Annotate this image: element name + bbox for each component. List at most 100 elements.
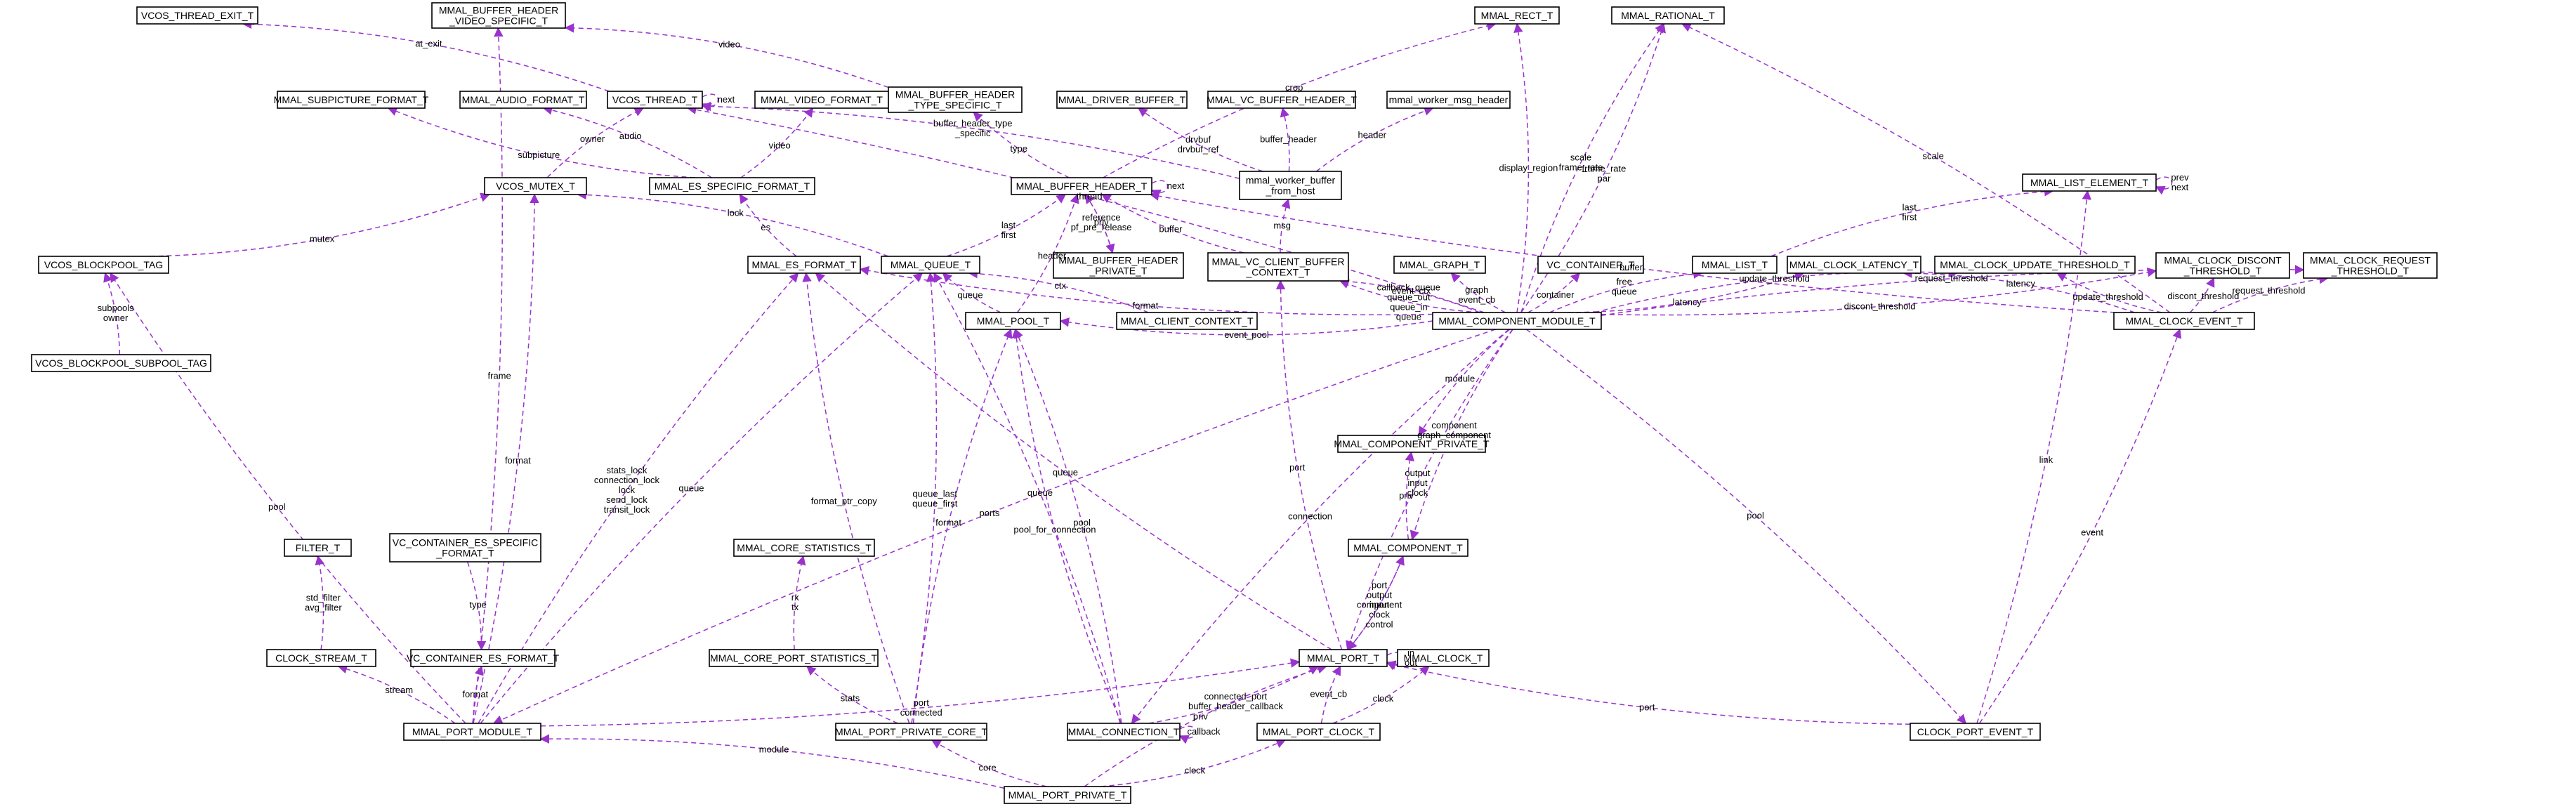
edge-label-line: latency (1673, 296, 1702, 307)
edge-core-port-statistics-to-core-statistics (793, 555, 806, 650)
node-worker-msg-header[interactable]: mmal_worker_msg_header (1386, 91, 1511, 109)
node-driver-buffer[interactable]: MMAL_DRIVER_BUFFER_T (1056, 91, 1188, 109)
node-buffer-header[interactable]: MMAL_BUFFER_HEADER_T (1011, 177, 1152, 195)
node-hdr-private[interactable]: MMAL_BUFFER_HEADER_PRIVATE_T (1053, 252, 1184, 279)
node-label: MMAL_BUFFER_HEADER (439, 5, 558, 16)
node-clock-latency[interactable]: MMAL_CLOCK_LATENCY_T (1787, 256, 1921, 274)
node-clock-discont-threshold[interactable]: MMAL_CLOCK_DISCONT_THRESHOLD_T (2155, 252, 2290, 279)
node-component-module[interactable]: MMAL_COMPONENT_MODULE_T (1432, 312, 1602, 330)
node-video-format[interactable]: MMAL_VIDEO_FORMAT_T (754, 91, 889, 109)
edge-label-line: queue (1396, 311, 1421, 322)
node-mmal-port[interactable]: MMAL_PORT_T (1299, 649, 1388, 667)
node-audio-format[interactable]: MMAL_AUDIO_FORMAT_T (459, 91, 587, 109)
node-clock-request-threshold[interactable]: MMAL_CLOCK_REQUEST_THRESHOLD_T (2303, 252, 2438, 279)
node-core-statistics[interactable]: MMAL_CORE_STATISTICS_T (733, 539, 875, 557)
node-vcos-mutex[interactable]: VCOS_MUTEX_T (484, 177, 587, 195)
node-mmal-queue[interactable]: MMAL_QUEUE_T (881, 256, 980, 274)
edge-hdr-type-specific-to-hdr-video-specific (564, 23, 889, 88)
node-es-specific-format[interactable]: MMAL_ES_SPECIFIC_FORMAT_T (649, 177, 815, 195)
node-subpicture-format[interactable]: MMAL_SUBPICTURE_FORMAT_T (274, 91, 429, 109)
node-mmal-rect[interactable]: MMAL_RECT_T (1474, 6, 1560, 25)
node-hdr-video-specific[interactable]: MMAL_BUFFER_HEADER_VIDEO_SPECIFIC_T (431, 2, 566, 29)
node-mmal-clock[interactable]: MMAL_CLOCK_T (1397, 649, 1490, 667)
node-vc-container-es-format[interactable]: VC_CONTAINER_ES_FORMAT_T (407, 649, 560, 667)
edge-mmal-connection-to-mmal-connection (1178, 725, 1197, 744)
node-label: _VIDEO_SPECIFIC_T (449, 15, 548, 27)
node-mmal-connection[interactable]: MMAL_CONNECTION_T (1067, 723, 1181, 741)
node-clock-update-threshold[interactable]: MMAL_CLOCK_UPDATE_THRESHOLD_T (1934, 256, 2136, 274)
node-box (266, 649, 376, 667)
edge-component-module-to-component-private (1418, 329, 1511, 437)
node-box (1337, 435, 1486, 453)
edge-label-line: clock (1407, 487, 1428, 498)
node-client-context[interactable]: MMAL_CLIENT_CONTEXT_T (1116, 312, 1258, 330)
node-label: MMAL_CLOCK_UPDATE_THRESHOLD_T (1940, 259, 2130, 270)
node-core-port-statistics[interactable]: MMAL_CORE_PORT_STATISTICS_T (709, 649, 879, 667)
edge-clock-event-to-clock-latency (1903, 268, 2135, 313)
node-box (1910, 723, 2041, 741)
edge-label: pool (1073, 517, 1091, 527)
node-mmal-pool[interactable]: MMAL_POOL_T (965, 312, 1061, 330)
edge-label-line: queue_in (1390, 301, 1428, 312)
edge-label: format_ptr_copy (811, 496, 877, 506)
node-component-private[interactable]: MMAL_COMPONENT_PRIVATE_T (1334, 435, 1490, 453)
node-filter[interactable]: FILTER_T (284, 539, 352, 557)
node-box (607, 91, 703, 109)
edge-label-line: es (761, 222, 770, 232)
node-vcos-blockpool-tag[interactable]: VCOS_BLOCKPOOL_TAG (38, 256, 169, 274)
node-box (2155, 252, 2290, 279)
edge-label-line: video (718, 39, 740, 50)
edge-label: buffer (1159, 224, 1183, 235)
node-es-format[interactable]: MMAL_ES_FORMAT_T (747, 256, 861, 274)
node-vc-container-es-specific[interactable]: VC_CONTAINER_ES_SPECIFIC_FORMAT_T (389, 533, 541, 563)
node-port-private-core[interactable]: MMAL_PORT_PRIVATE_CORE_T (835, 723, 988, 741)
edge-vcos-blockpool-tag-to-vcos-mutex (150, 192, 490, 257)
edge-label-line: stats_lock (607, 465, 648, 475)
node-blockpool-subpool-tag[interactable]: VCOS_BLOCKPOOL_SUBPOOL_TAG (31, 354, 211, 372)
node-vc-container[interactable]: VC_CONTAINER_T (1537, 256, 1644, 274)
node-label: VC_CONTAINER_ES_FORMAT_T (407, 652, 560, 664)
node-vcos-thread-exit[interactable]: VCOS_THREAD_EXIT_T (136, 6, 258, 25)
edge-label-line: tx (791, 602, 799, 612)
node-mmal-list[interactable]: MMAL_LIST_T (1692, 256, 1777, 274)
node-mmal-graph[interactable]: MMAL_GRAPH_T (1393, 256, 1486, 274)
edge-label: format (462, 689, 488, 699)
node-label: MMAL_BUFFER_HEADER (895, 89, 1015, 100)
node-vc-buffer-header[interactable]: MMAL_VC_BUFFER_HEADER_T (1207, 91, 1357, 109)
edge-label: header (1358, 129, 1387, 140)
edge-component-module-to-mmal-component (1409, 329, 1513, 541)
edge-label: component (1357, 600, 1402, 610)
node-label: VCOS_THREAD_T (612, 94, 698, 105)
node-worker-buffer-from-host[interactable]: mmal_worker_buffer_from_host (1239, 171, 1342, 200)
node-box (1537, 256, 1644, 274)
node-box (484, 177, 587, 195)
node-box (649, 177, 815, 195)
node-mmal-component[interactable]: MMAL_COMPONENT_T (1348, 539, 1468, 557)
node-label: MMAL_PORT_CLOCK_T (1263, 726, 1375, 737)
edge-label-line: clock (1373, 693, 1394, 704)
node-label: MMAL_PORT_PRIVATE_CORE_T (835, 726, 988, 737)
edge-port-module-to-vcos-blockpool-tag (110, 272, 466, 724)
node-port-private[interactable]: MMAL_PORT_PRIVATE_T (1004, 786, 1131, 804)
edge-label: display_region (1499, 163, 1558, 173)
edge-label-line: frame_rate (1559, 162, 1603, 172)
edge-clock-stream-to-filter (315, 555, 324, 650)
node-label: CLOCK_PORT_EVENT_T (1917, 726, 2034, 737)
node-hdr-type-specific[interactable]: MMAL_BUFFER_HEADER_TYPE_SPECIFIC_T (888, 86, 1023, 113)
node-clock-stream[interactable]: CLOCK_STREAM_T (266, 649, 376, 667)
node-mmal-rational[interactable]: MMAL_RATIONAL_T (1611, 6, 1725, 25)
edge-label-line: format (1133, 300, 1159, 310)
node-list-element[interactable]: MMAL_LIST_ELEMENT_T (2022, 173, 2157, 192)
node-port-module[interactable]: MMAL_PORT_MODULE_T (403, 723, 541, 741)
node-label: MMAL_PORT_T (1307, 652, 1380, 664)
node-port-clock[interactable]: MMAL_PORT_CLOCK_T (1256, 723, 1381, 741)
edge-worker-buffer-from-host-to-driver-buffer (1138, 107, 1263, 172)
node-box (1348, 539, 1468, 557)
node-clock-event[interactable]: MMAL_CLOCK_EVENT_T (2113, 312, 2255, 330)
edge-label-line: in (1407, 647, 1414, 658)
node-vc-client-buffer-context[interactable]: MMAL_VC_CLIENT_BUFFER_CONTEXT_T (1207, 252, 1349, 282)
node-vcos-thread[interactable]: VCOS_THREAD_T (607, 91, 703, 109)
node-clock-port-event[interactable]: CLOCK_PORT_EVENT_T (1910, 723, 2041, 741)
node-box (888, 86, 1023, 113)
